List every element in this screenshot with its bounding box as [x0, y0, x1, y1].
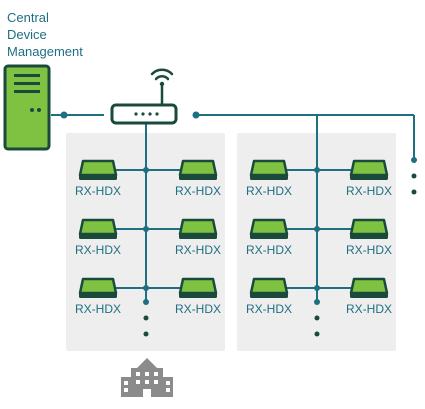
server-icon [3, 64, 51, 151]
receiver-label: RX-HDX [345, 184, 392, 198]
router-icon [110, 68, 178, 125]
receiver-label: RX-HDX [245, 302, 292, 316]
receiver-device-icon [77, 277, 119, 300]
receiver-label: RX-HDX [174, 302, 221, 316]
receiver-device-icon [77, 218, 119, 241]
title-line-1: Central [7, 10, 49, 25]
receiver-label: RX-HDX [74, 184, 121, 198]
receiver-label: RX-HDX [174, 184, 221, 198]
receiver-device-icon [177, 277, 219, 300]
receiver-device-icon [177, 159, 219, 182]
receiver-device-icon [177, 218, 219, 241]
title-line-2: Device [7, 27, 47, 42]
receiver-device-icon [248, 218, 290, 241]
receiver-device-icon [348, 277, 390, 300]
receiver-label: RX-HDX [345, 302, 392, 316]
receiver-label: RX-HDX [245, 243, 292, 257]
building-icon [121, 358, 173, 397]
receiver-device-icon [248, 159, 290, 182]
title-line-3: Management [7, 44, 83, 59]
receiver-device-icon [248, 277, 290, 300]
receiver-device-icon [348, 218, 390, 241]
ellipsis-icon [143, 173, 417, 337]
receiver-device-icon [77, 159, 119, 182]
receiver-label: RX-HDX [174, 243, 221, 257]
receiver-label: RX-HDX [74, 243, 121, 257]
junction-dots [60, 111, 417, 305]
receiver-label: RX-HDX [245, 184, 292, 198]
receiver-label: RX-HDX [345, 243, 392, 257]
receiver-device-icon [348, 159, 390, 182]
receiver-label: RX-HDX [74, 302, 121, 316]
